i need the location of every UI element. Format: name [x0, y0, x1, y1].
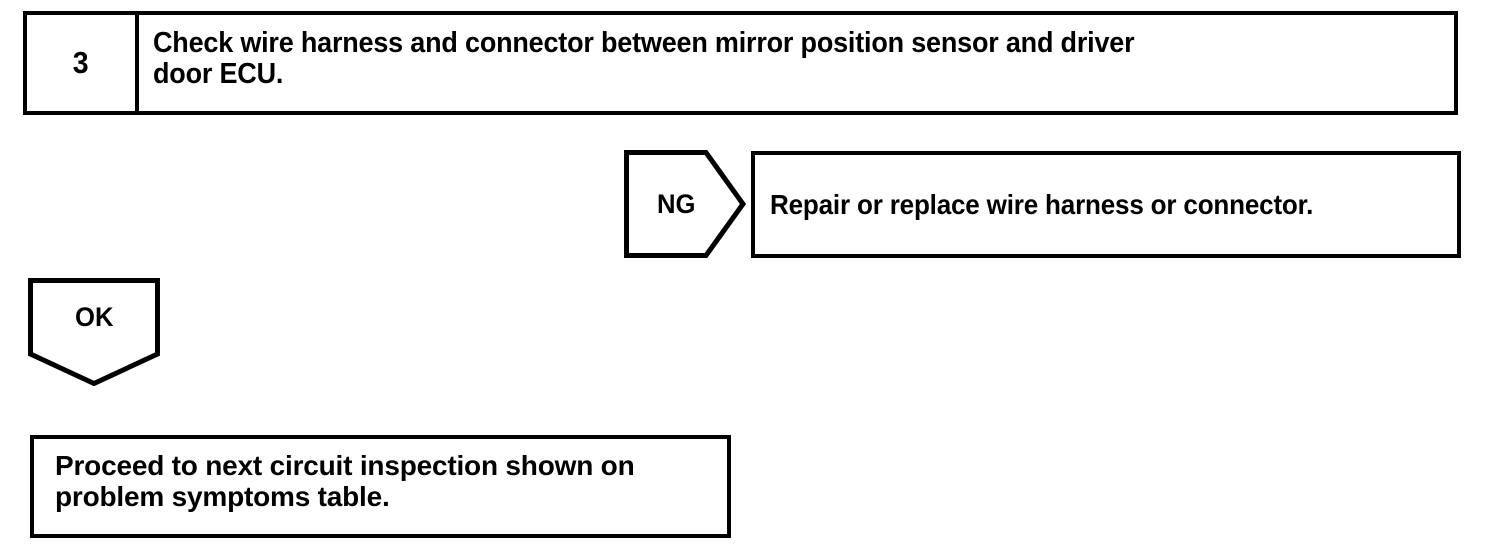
proceed-result-box: Proceed to next circuit inspection shown…	[30, 435, 731, 538]
step-instruction-cell: Check wire harness and connector between…	[139, 15, 1454, 111]
step-number: 3	[73, 45, 89, 80]
repair-result-text: Repair or replace wire harness or connec…	[770, 188, 1314, 220]
ok-arrow-shape	[28, 278, 160, 386]
step-box: 3 Check wire harness and connector betwe…	[23, 11, 1458, 115]
step-instruction-text: Check wire harness and connector between…	[153, 27, 1135, 91]
ng-arrow-shape	[624, 150, 746, 258]
step-number-cell: 3	[27, 15, 139, 111]
repair-result-box: Repair or replace wire harness or connec…	[751, 151, 1461, 258]
proceed-result-text: Proceed to next circuit inspection shown…	[55, 450, 635, 512]
